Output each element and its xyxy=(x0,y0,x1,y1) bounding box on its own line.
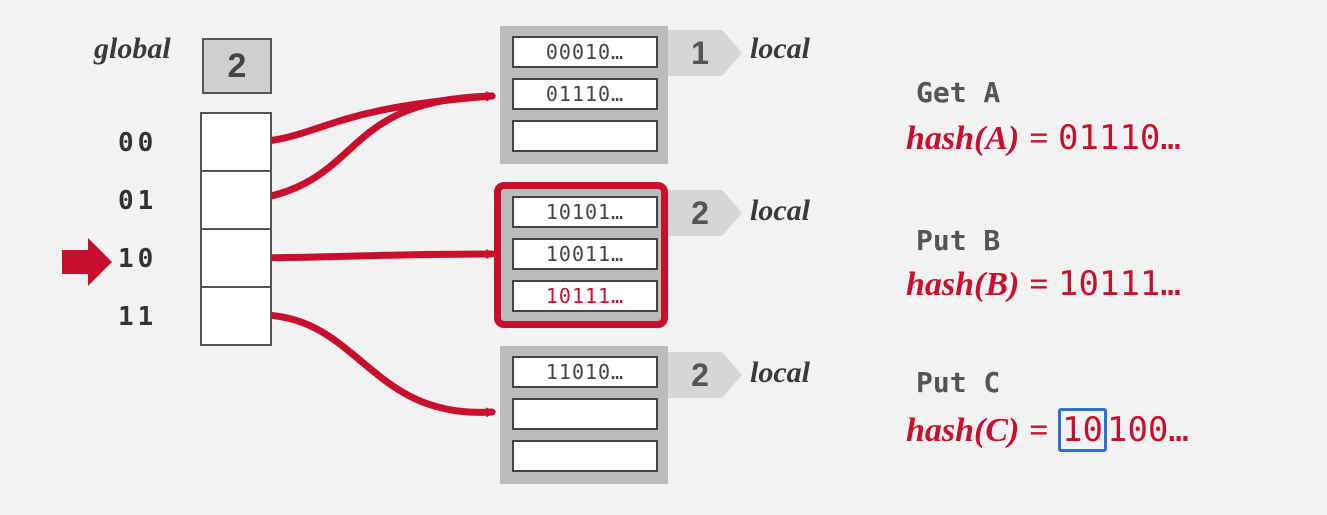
op-put-b-hash: hash(B) = 10111… xyxy=(906,264,1181,304)
op-get-a-value: 01110… xyxy=(1058,118,1181,158)
op-get-a-eq: = xyxy=(1029,120,1049,157)
dir-label-01: 01 xyxy=(118,186,158,216)
dir-label-00: 00 xyxy=(118,128,158,158)
bucket-1-entry-1: 00010… xyxy=(512,36,658,68)
op-put-c-eq: = xyxy=(1029,412,1049,449)
global-label: global xyxy=(94,32,171,65)
bucket-3-entry-2 xyxy=(512,398,658,430)
op-put-b-value: 10111… xyxy=(1058,264,1181,304)
op-put-b-eq: = xyxy=(1029,266,1049,303)
bucket-2-local-depth: 2 xyxy=(691,195,709,231)
dir-slot-11 xyxy=(200,286,272,346)
arrow-11-to-bucket3 xyxy=(231,311,496,418)
bucket-3-entry-1: 11010… xyxy=(512,356,658,388)
op-put-c-title: Put C xyxy=(916,366,1001,399)
bucket-3-entry-3 xyxy=(512,440,658,472)
dir-label-10: 10 xyxy=(118,244,158,274)
bucket-3-local-label: local xyxy=(750,356,810,389)
arrow-10-to-bucket2 xyxy=(231,249,496,262)
op-put-b-title: Put B xyxy=(916,224,1001,257)
local-tag-1-shape xyxy=(668,30,742,76)
bucket-2-entry-1: 10101… xyxy=(512,196,658,228)
op-put-b-fn: hash(B) xyxy=(906,266,1020,303)
bucket-2-entry-3: 10111… xyxy=(512,280,658,312)
bucket-2-local-label: local xyxy=(750,194,810,227)
local-tag-2-shape xyxy=(668,190,742,236)
local-tag-3-shape xyxy=(668,352,742,398)
op-get-a-hash: hash(A) = 01110… xyxy=(906,118,1181,158)
dir-label-11: 11 xyxy=(118,302,158,332)
op-get-a-title: Get A xyxy=(916,76,1001,109)
bucket-1-local-label: local xyxy=(750,32,810,65)
bucket-1-entry-3 xyxy=(512,120,658,152)
dir-slot-00 xyxy=(200,112,272,172)
op-put-c-value-rest: 100… xyxy=(1106,410,1189,450)
current-slot-arrow-icon xyxy=(62,238,112,286)
bucket-1-entry-2: 01110… xyxy=(512,78,658,110)
op-put-c-fn: hash(C) xyxy=(906,412,1020,449)
bucket-3-local-depth: 2 xyxy=(691,357,709,393)
op-get-a-fn: hash(A) xyxy=(906,120,1020,157)
bucket-1-local-depth: 1 xyxy=(691,35,709,71)
dir-slot-10 xyxy=(200,228,272,288)
bucket-2-entry-2: 10011… xyxy=(512,238,658,270)
arrow-01-to-bucket1 xyxy=(231,91,496,206)
dir-slot-01 xyxy=(200,170,272,230)
global-depth: 2 xyxy=(202,38,272,94)
op-put-c-prefix-highlight: 10 xyxy=(1058,408,1107,452)
